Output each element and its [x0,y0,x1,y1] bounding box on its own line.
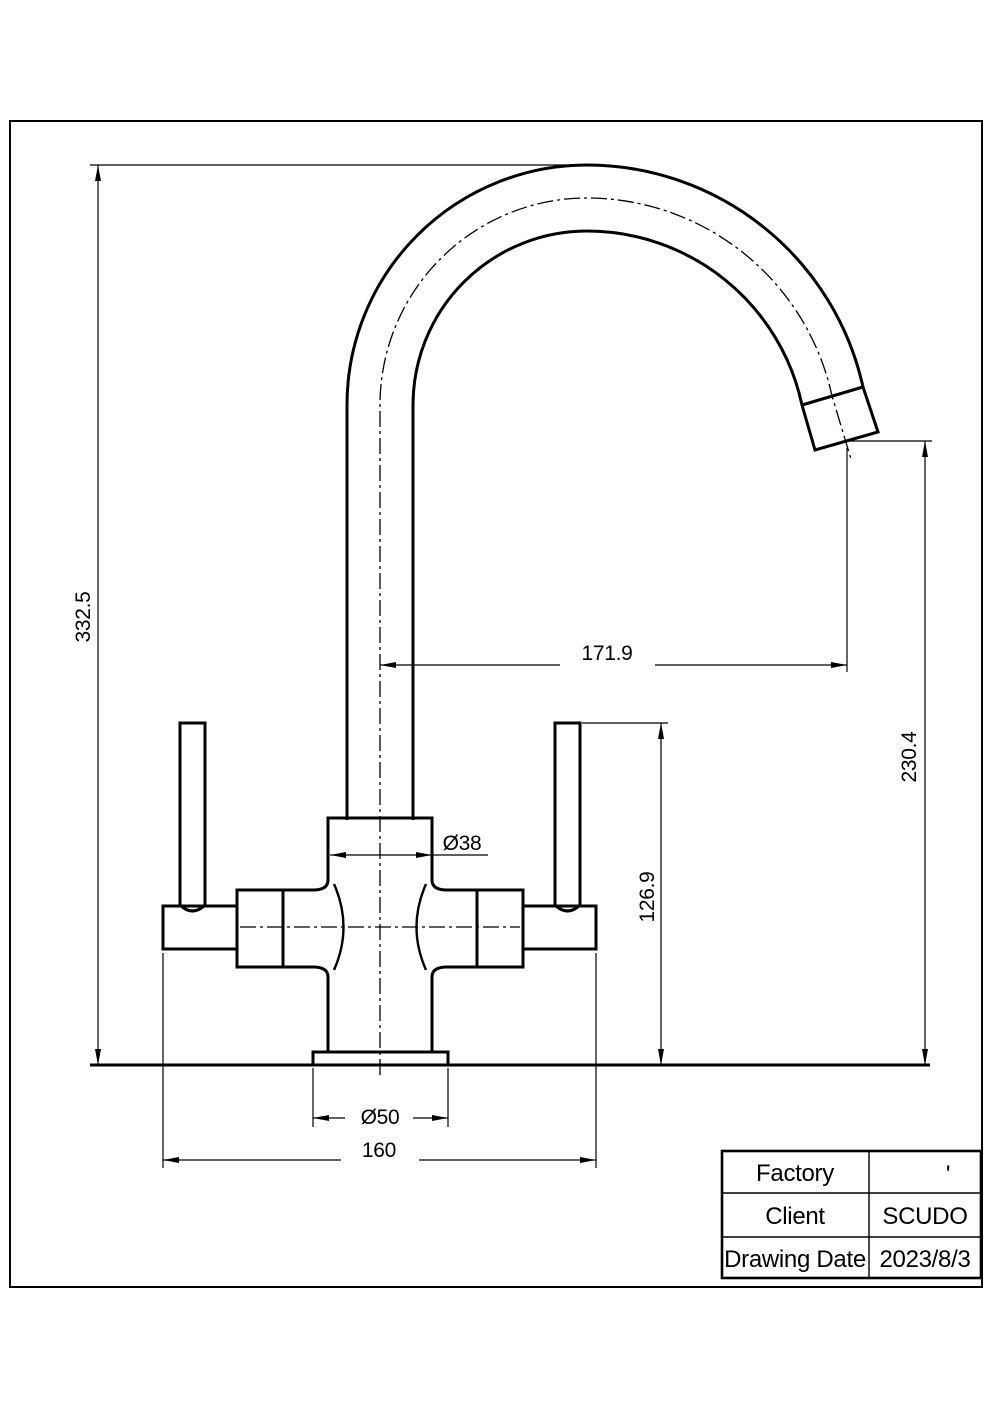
dim-label-overall-width: 160 [362,1139,396,1162]
arrowhead-up [658,723,664,739]
spout-centerline [379,197,852,1075]
spout-outline [345,163,880,820]
handle-hub-left [161,904,239,951]
dimension-spout-reach: 171.9 [380,642,847,668]
handle-lever-right [553,721,582,913]
title-block: Factory ' Client SCUDO Drawing Date 2023… [720,1149,983,1280]
title-row-client-value: SCUDO [882,1203,967,1230]
dim-label-body-diameter: Ø38 [443,832,482,855]
dim-label-spout-reach: 171.9 [581,642,632,665]
dim-label-handle-height: 126.9 [636,871,659,922]
arrowhead-left [380,662,396,668]
arrowhead-down [922,1049,928,1065]
arrowhead-left [163,1157,179,1163]
handle-hub-right [521,904,598,951]
page-border [9,120,983,1288]
extension-lines [90,164,932,1168]
dimension-overall-width: 160 [163,1139,596,1163]
title-row-factory-label: Factory [756,1160,834,1187]
dim-label-overall-height: 332.5 [72,591,95,642]
dimension-overall-height: 332.5 [72,165,101,1065]
arrowhead-left [330,852,346,858]
arrowhead-right [831,662,847,668]
title-row-drawing-date-label: Drawing Date [724,1246,866,1273]
arrowhead-down [658,1049,664,1065]
dim-label-outlet-height: 230.4 [898,731,921,783]
title-block-frame [720,1149,983,1280]
handle-lever-left [178,721,207,913]
arrowhead-right [416,852,432,858]
dimension-outlet-height: 230.4 [898,441,928,1065]
arrowhead-right [580,1157,596,1163]
faucet-outline [90,163,930,1067]
title-row-drawing-date-value: 2023/8/3 [879,1246,970,1273]
title-row-client-label: Client [765,1203,825,1230]
arrowhead-right [432,1115,448,1121]
dimension-base-diameter: Ø50 [313,1106,448,1129]
dimension-body-diameter: Ø38 [330,832,488,858]
title-row-factory-value: ' [946,1161,950,1188]
arrowhead-up [922,441,928,457]
dimension-handle-height: 126.9 [636,723,664,1065]
arrowhead-left [313,1115,329,1121]
arrowhead-down [95,1049,101,1065]
dim-label-base-diameter: Ø50 [361,1106,400,1129]
arrowhead-up [95,165,101,181]
centerlines [240,197,852,1075]
